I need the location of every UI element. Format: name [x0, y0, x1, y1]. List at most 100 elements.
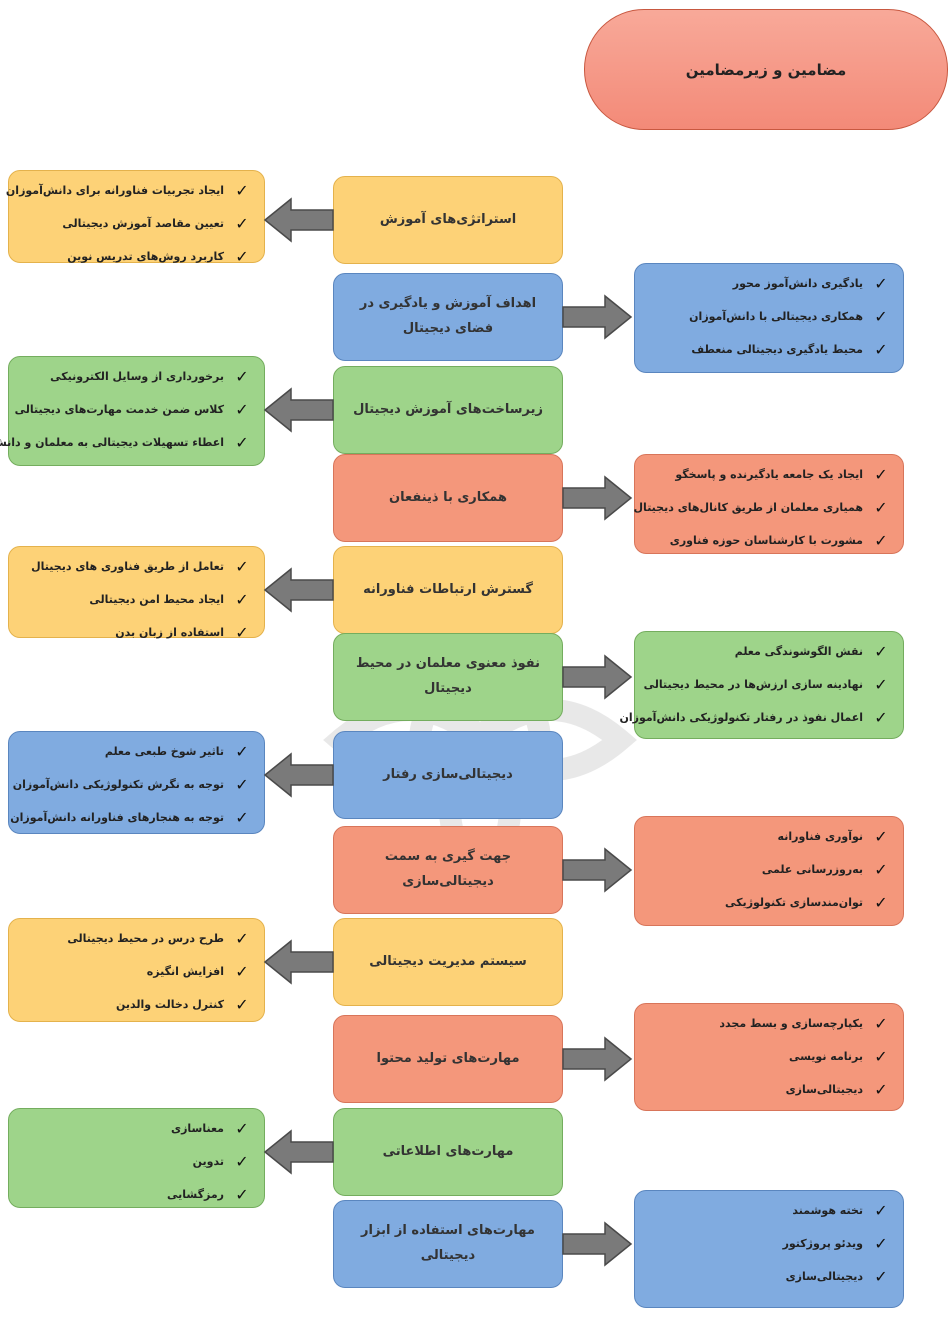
arrow-left-icon — [263, 1129, 334, 1175]
subtheme-item: ✓ویدئو پروژکتور — [645, 1234, 889, 1253]
checkmark-icon: ✓ — [235, 808, 249, 827]
arrow-right-icon — [562, 294, 633, 340]
subtheme-label: نقش الگوشوندگی معلم — [734, 645, 863, 658]
subtheme-label: رمزگشایی — [167, 1188, 224, 1201]
theme-box: زیرساخت‌های آموزش دیجیتال — [333, 366, 563, 454]
subtheme-label: تخته هوشمند — [792, 1204, 863, 1217]
subtheme-box: ✓ایجاد تجربیات فناورانه برای دانش‌آموزان… — [6, 170, 265, 266]
checkmark-icon: ✓ — [874, 827, 888, 846]
checkmark-icon: ✓ — [235, 1152, 249, 1171]
checkmark-icon: ✓ — [235, 929, 249, 948]
subtheme-label: توجه به نگرش تکنولوژیکی دانش‌آموزان — [12, 778, 224, 791]
subtheme-item: ✓نهادینه سازی ارزش‌ها در محیط دیجیتالی — [643, 675, 889, 694]
checkmark-icon: ✓ — [235, 557, 249, 576]
checkmark-icon: ✓ — [235, 433, 249, 452]
subtheme-item: ✓توان‌مندسازی تکنولوژیکی — [645, 893, 889, 912]
theme-box: مهارت‌های تولید محتوا — [333, 1015, 563, 1103]
subtheme-box: ✓ ایجاد یک جامعه یادگیرنده و پاسخگو ✓همیار… — [634, 454, 904, 554]
subtheme-label: کنترل دخالت والدین — [115, 998, 224, 1011]
subtheme-item: ✓مشورت با کارشناسان حوزه فناوری — [645, 531, 889, 550]
subtheme-label: ایجاد یک جامعه یادگیرنده و پاسخگو — [675, 468, 863, 481]
arrow-left-icon — [263, 752, 334, 798]
subtheme-item: ✓ اعطاء تسهیلات دیجیتالی به معلمان و دانش… — [0, 433, 250, 452]
subtheme-item: ✓معناسازی — [19, 1119, 250, 1138]
subtheme-item: ✓ توجه به هنجارهای فناورانه دانش‌آموزان — [10, 808, 250, 827]
subtheme-label: یکپارچه‌سازی و بسط مجدد — [719, 1017, 863, 1030]
subtheme-item: ✓همیاری معلمان از طریق کانال‌های دیجیتال — [634, 498, 889, 517]
checkmark-icon: ✓ — [874, 860, 888, 879]
checkmark-icon: ✓ — [874, 465, 888, 484]
subtheme-label: توجه به هنجارهای فناورانه دانش‌آموزان — [10, 811, 224, 824]
theme-box: استراتژی‌های آموزش — [333, 176, 563, 264]
subtheme-label: به‌روزرسانی علمی — [761, 863, 863, 876]
subtheme-item: ✓برنامه نویسی — [645, 1047, 889, 1066]
subtheme-item: ✓ تخته هوشمند — [645, 1201, 889, 1220]
subtheme-box: ✓طرح درس در محیط دیجیتالی✓افزایش انگیزه✓… — [8, 918, 265, 1022]
subtheme-label: تدوین — [192, 1155, 224, 1168]
subtheme-box: ✓ یادگیری دانش‌آموز محور ✓همکاری دیجیتالی … — [634, 263, 904, 373]
subtheme-item: ✓ استفاده از زبان بدن — [19, 623, 250, 642]
arrow-right-icon — [562, 1036, 633, 1082]
arrow-left-icon — [263, 939, 334, 985]
subtheme-label: دیجیتالی‌سازی — [785, 1083, 863, 1096]
subtheme-label: تاثیر شوخ طبعی معلم — [104, 745, 224, 758]
checkmark-icon: ✓ — [235, 1119, 249, 1138]
subtheme-item: ✓ نوآوری فناورانه — [645, 827, 889, 846]
theme-box: همکاری با ذینفعان — [333, 454, 563, 542]
subtheme-item: ✓ محیط یادگیری دیجیتالی منعطف — [645, 340, 889, 359]
subtheme-item: ✓ ایجاد یک جامعه یادگیرنده و پاسخگو — [645, 465, 889, 484]
subtheme-item: ✓ تعامل از طریق فناوری های دیجیتال — [19, 557, 250, 576]
subtheme-label: اعمال نفوذ در رفتار تکنولوژیکی دانش‌آموز… — [619, 711, 863, 724]
subtheme-item: ✓ به‌روزرسانی علمی — [645, 860, 889, 879]
subtheme-item: ✓همکاری دیجیتالی با دانش‌آموزان — [645, 307, 889, 326]
subtheme-label: همیاری معلمان از طریق کانال‌های دیجیتال — [633, 501, 863, 514]
checkmark-icon: ✓ — [235, 775, 249, 794]
checkmark-icon: ✓ — [874, 1234, 888, 1253]
subtheme-item: ✓ توجه به نگرش تکنولوژیکی دانش‌آموزان — [13, 775, 250, 794]
subtheme-label: اعطاء تسهیلات دیجیتالی به معلمان و دانش‌… — [0, 436, 224, 449]
subtheme-label: کاربرد روش‌های تدریس نوین — [67, 250, 224, 263]
subtheme-label: افزایش انگیزه — [146, 965, 224, 978]
checkmark-icon: ✓ — [235, 742, 249, 761]
subtheme-box: ✓ تاثیر شوخ طبعی معلم ✓ توجه به نگرش تکنولو… — [8, 731, 265, 834]
arrow-right-icon — [562, 847, 633, 893]
checkmark-icon: ✓ — [874, 340, 888, 359]
checkmark-icon: ✓ — [874, 1047, 888, 1066]
subtheme-box: ✓تخته هوشمند✓ویدئو پروژکتور✓دیجیتالی‌ساز… — [634, 1190, 904, 1308]
subtheme-label: محیط یادگیری دیجیتالی منعطف — [691, 343, 863, 356]
subtheme-box: ✓تعامل از طریق فناوری های دیجیتال✓ایجاد … — [8, 546, 265, 642]
arrow-right-icon — [562, 1221, 633, 1267]
subtheme-item: ✓نقش الگوشوندگی معلم — [645, 642, 889, 661]
checkmark-icon: ✓ — [235, 1185, 249, 1204]
checkmark-icon: ✓ — [235, 367, 249, 386]
subtheme-label: نهادینه سازی ارزش‌ها در محیط دیجیتالی — [643, 678, 863, 691]
theme-box: اهداف آموزش و یادگیری در فضای دیجیتال — [333, 273, 563, 361]
subtheme-label: یادگیری دانش‌آموز محور — [732, 277, 863, 290]
subtheme-label: تعامل از طریق فناوری های دیجیتال — [31, 560, 224, 573]
checkmark-icon: ✓ — [235, 623, 249, 642]
subtheme-label: نوآوری فناورانه — [777, 830, 863, 843]
checkmark-icon: ✓ — [874, 1201, 888, 1220]
checkmark-icon: ✓ — [874, 1080, 888, 1099]
theme-box: نفوذ معنوی معلمان در محیط دیجیتال — [333, 633, 563, 721]
subtheme-box: ✓برخورداری از وسایل الکترونیکی✓کلاس ضمن … — [0, 356, 265, 466]
subtheme-label: تعیین مقاصد آموزش دیجیتالی — [62, 217, 224, 230]
arrow-right-icon — [562, 475, 633, 521]
checkmark-icon: ✓ — [874, 893, 888, 912]
theme-box: مهارت‌های استفاده از ابزار دیجیتالی — [333, 1200, 563, 1288]
subtheme-item: ✓تعیین مقاصد آموزش دیجیتالی — [19, 214, 250, 233]
subtheme-label: کلاس ضمن خدمت مهارت‌های دیجیتالی — [14, 403, 224, 416]
theme-box: مهارت‌های اطلاعاتی — [333, 1108, 563, 1196]
subtheme-label: طرح درس در محیط دیجیتالی — [67, 932, 224, 945]
subtheme-item: ✓ تاثیر شوخ طبعی معلم — [19, 742, 250, 761]
checkmark-icon: ✓ — [874, 708, 888, 727]
subtheme-label: همکاری دیجیتالی با دانش‌آموزان — [689, 310, 863, 323]
arrow-right-icon — [562, 654, 633, 700]
subtheme-label: استفاده از زبان بدن — [115, 626, 224, 639]
subtheme-label: مشورت با کارشناسان حوزه فناوری — [669, 534, 863, 547]
arrow-left-icon — [263, 197, 334, 243]
checkmark-icon: ✓ — [235, 181, 249, 200]
theme-box: دیجیتالی‌سازی رفتار — [333, 731, 563, 819]
checkmark-icon: ✓ — [874, 1267, 888, 1286]
checkmark-icon: ✓ — [235, 400, 249, 419]
